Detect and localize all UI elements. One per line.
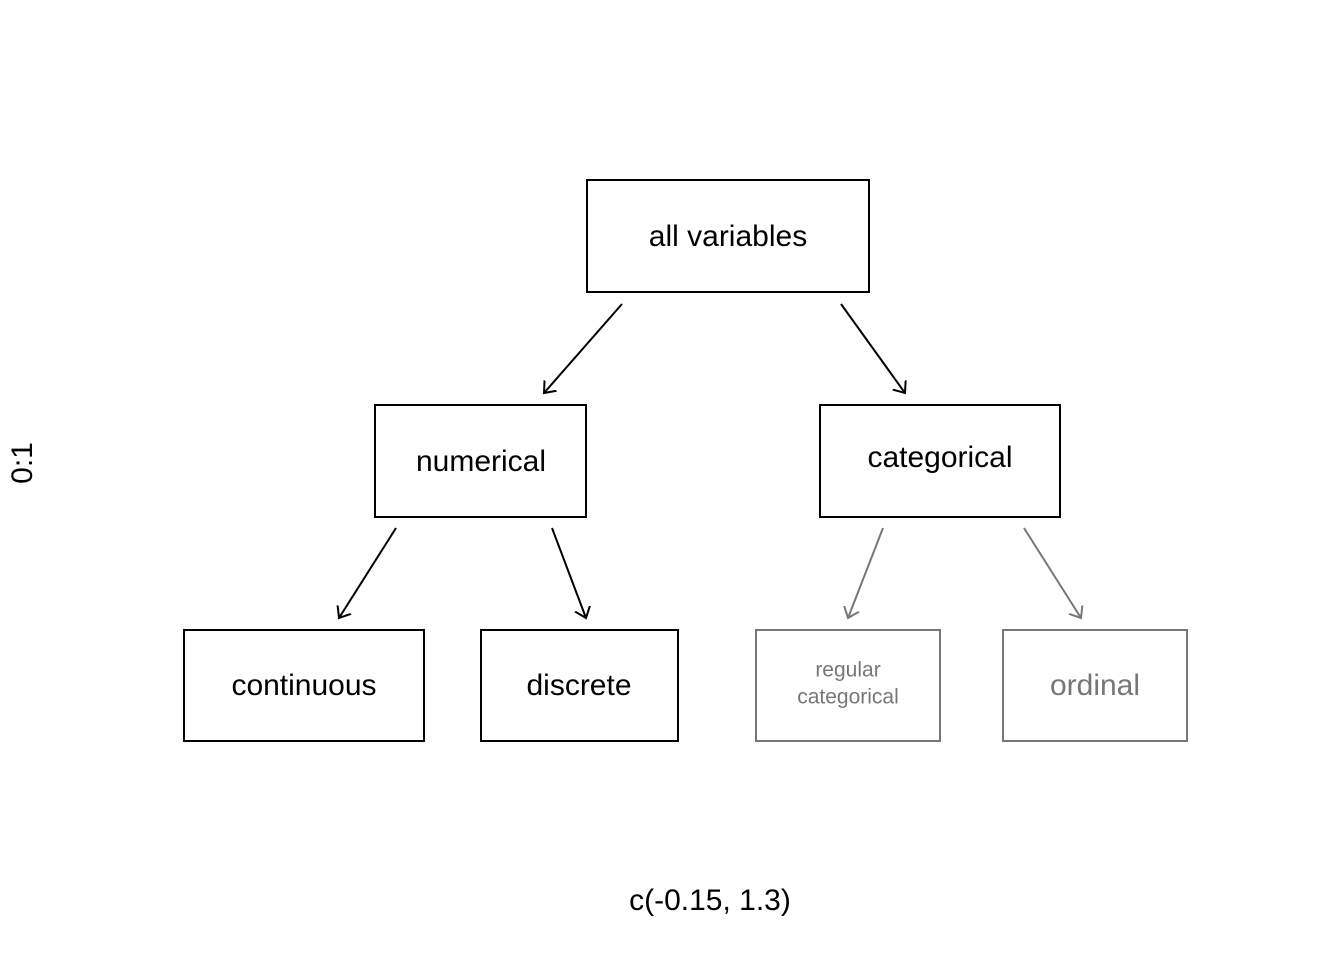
- node-regular-categorical-label-line1: regular: [815, 659, 880, 682]
- node-all-variables: all variables: [586, 179, 870, 293]
- x-axis-label: c(-0.15, 1.3): [629, 884, 791, 917]
- edge-all-to-categorical: [840, 303, 905, 393]
- edge-categorical-to-ordinal: [1023, 527, 1081, 618]
- y-axis-label: 0:1: [6, 442, 39, 484]
- node-numerical-box: [374, 404, 587, 518]
- node-ordinal-label: ordinal: [1050, 669, 1140, 702]
- node-discrete-box: [480, 629, 679, 742]
- node-categorical: categorical: [819, 404, 1061, 518]
- node-categorical-label: categorical: [867, 441, 1012, 474]
- edge-all-to-numerical: [544, 303, 623, 393]
- edge-numerical-to-discrete: [551, 527, 586, 618]
- node-all-variables-box: [586, 179, 870, 293]
- node-regular-categorical: regular categorical: [755, 629, 941, 742]
- node-continuous-label: continuous: [231, 669, 376, 702]
- node-discrete-label: discrete: [526, 669, 631, 702]
- node-all-variables-label: all variables: [649, 220, 807, 253]
- node-discrete: discrete: [480, 629, 679, 742]
- edge-numerical-to-continuous: [339, 527, 397, 618]
- node-ordinal-box: [1002, 629, 1188, 742]
- node-numerical: numerical: [374, 404, 587, 518]
- node-continuous: continuous: [183, 629, 425, 742]
- node-categorical-box: [819, 404, 1061, 518]
- node-regular-categorical-label-line2: categorical: [797, 686, 899, 709]
- node-regular-categorical-box: [755, 629, 941, 742]
- node-numerical-label: numerical: [416, 445, 546, 478]
- edge-categorical-to-regular-categorical: [848, 527, 884, 618]
- node-ordinal: ordinal: [1002, 629, 1188, 742]
- node-continuous-box: [183, 629, 425, 742]
